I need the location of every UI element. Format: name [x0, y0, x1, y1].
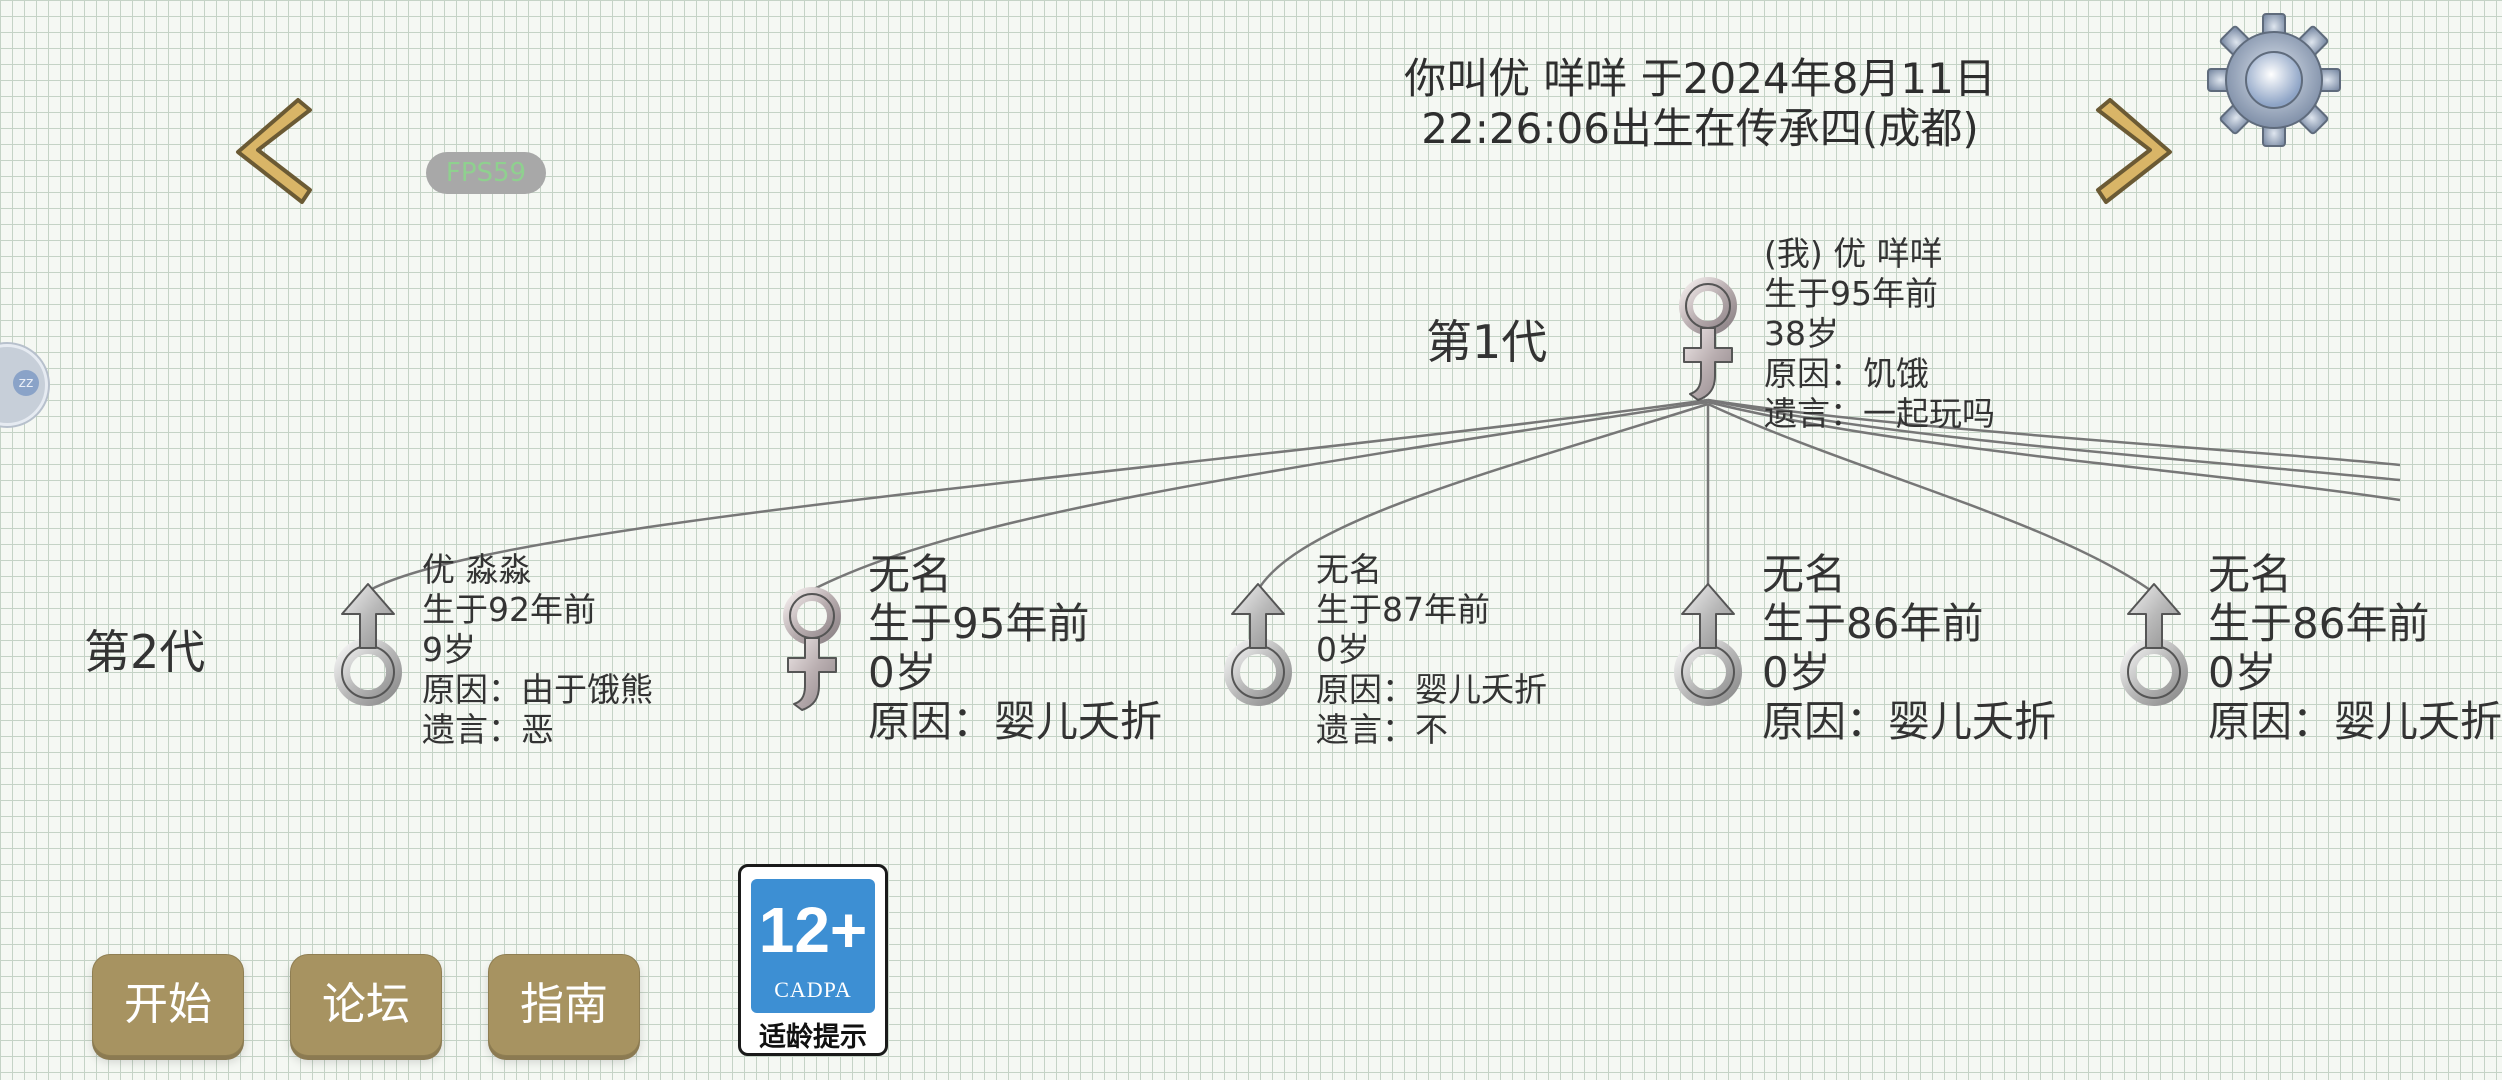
age-rating-org: CADPA [774, 977, 852, 1002]
male-symbol-icon[interactable] [2114, 580, 2196, 712]
member-name: 无名 [1316, 550, 1382, 589]
settings-button[interactable] [2206, 12, 2342, 148]
age-rating-badge[interactable]: 12+ CADPA 适龄提示 [738, 864, 888, 1056]
previous-button[interactable] [220, 92, 320, 212]
fps-counter: FPS59 [426, 152, 546, 194]
chevron-right-icon [2096, 98, 2172, 204]
member-birth: 生于87年前 [1316, 590, 1490, 629]
generation-label-2: 第2代 [84, 625, 206, 679]
chevron-left-icon [236, 98, 312, 204]
male-symbol-icon[interactable] [1218, 580, 1300, 712]
female-symbol-icon[interactable] [772, 580, 854, 712]
family-tree-lines [369, 398, 2401, 592]
member-age: 38岁 [1764, 314, 1839, 353]
member-name: 无名 [1762, 550, 1847, 599]
member-info: 无名 生于86年前 0岁 原因：婴儿夭折 [1762, 550, 2056, 746]
male-symbol-icon[interactable] [328, 580, 410, 712]
member-age: 0岁 [868, 648, 937, 697]
member-birth: 生于86年前 [2208, 599, 2430, 648]
birth-info: 你叫优 咩咩 于2024年8月11日 22:26:06出生在传承四(成都) [1380, 54, 2020, 154]
member-cause: 原因：婴儿夭折 [868, 697, 1163, 746]
gear-icon [2207, 13, 2341, 147]
member-name: (我) 优 咩咩 [1764, 234, 1943, 273]
member-cause: 原因：婴儿夭折 [2208, 697, 2502, 746]
member-info: 无名 生于87年前 0岁 原因：婴儿夭折 遗言：不 [1316, 550, 1547, 750]
age-rating-panel: 12+ CADPA [751, 879, 875, 1013]
member-birth: 生于95年前 [1764, 274, 1938, 313]
female-symbol-icon[interactable] [1668, 270, 1750, 402]
member-cause: 原因：婴儿夭折 [1762, 697, 2057, 746]
member-birth: 生于92年前 [422, 590, 596, 629]
age-rating-number: 12+ [758, 894, 868, 966]
start-button[interactable]: 开始 [92, 954, 244, 1056]
member-age: 0岁 [2208, 648, 2277, 697]
member-cause: 原因：婴儿夭折 [1316, 670, 1547, 709]
birth-info-line1: 你叫优 咩咩 于2024年8月11日 [1404, 54, 1996, 103]
member-age: 9岁 [422, 630, 476, 669]
member-cause: 原因：由于饿熊 [422, 670, 653, 709]
generation-label-1: 第1代 [1426, 315, 1548, 369]
member-last-words: 遗言：不 [1316, 710, 1448, 749]
member-cause: 原因：饥饿 [1764, 354, 1929, 393]
member-info: (我) 优 咩咩 生于95年前 38岁 原因：饥饿 遗言：一起玩吗 [1764, 234, 1995, 434]
member-age: 0岁 [1316, 630, 1370, 669]
member-info: 无名 生于95年前 0岁 原因：婴儿夭折 [868, 550, 1162, 746]
member-info: 优 淼淼 生于92年前 9岁 原因：由于饿熊 遗言：恶 [422, 550, 653, 750]
member-name: 优 淼淼 [422, 550, 532, 589]
member-last-words: 遗言：恶 [422, 710, 554, 749]
member-birth: 生于86年前 [1762, 599, 1984, 648]
member-birth: 生于95年前 [868, 599, 1090, 648]
member-info: 无名 生于86年前 0岁 原因：婴儿夭折 [2208, 550, 2502, 746]
member-name: 无名 [868, 550, 953, 599]
guide-button[interactable]: 指南 [488, 954, 640, 1056]
member-last-words: 遗言：一起玩吗 [1764, 394, 1995, 433]
member-name: 无名 [2208, 550, 2293, 599]
member-age: 0岁 [1762, 648, 1831, 697]
age-rating-tip: 适龄提示 [759, 1022, 867, 1053]
forum-button[interactable]: 论坛 [290, 954, 442, 1056]
male-symbol-icon[interactable] [1668, 580, 1750, 712]
birth-info-line2: 22:26:06出生在传承四(成都) [1421, 104, 1979, 153]
next-button[interactable] [2088, 92, 2188, 212]
side-menu-label: zz [13, 370, 39, 396]
